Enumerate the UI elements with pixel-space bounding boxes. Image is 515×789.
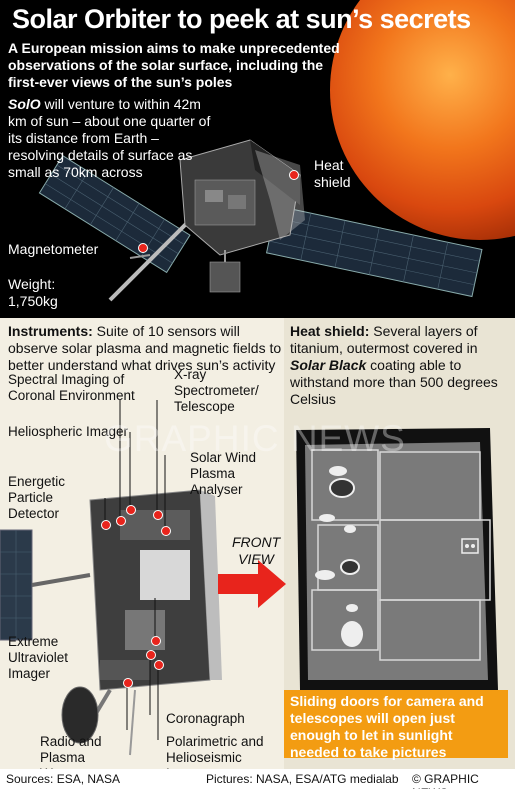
heat-shield-text-2: coating able to withstand more than 500 … [290,357,498,407]
solar-wind-marker [161,526,171,536]
energetic-particle-marker [101,520,111,530]
heat-shield-heading: Heat shield: [290,323,370,339]
heat-shield-text-1: Several layers of titanium, outermost co… [290,323,478,356]
page-title: Solar Orbiter to peek at sun’s secrets [12,4,471,34]
heat-shield-intro: Heat shield: Several layers of titanium,… [290,323,510,408]
spectral-imaging-marker [116,516,126,526]
instrument-label-euv: Extreme Ultraviolet Imager [8,634,69,681]
weight-label: Weight: 1,750kg [8,276,58,309]
sources-credit: Sources: ESA, NASA [6,772,121,786]
instrument-label-spectral: Spectral Imaging of Coronal Environment [8,372,135,403]
instrument-label-coronagraph: Coronagraph [166,711,245,726]
copyright: © GRAPHIC NEWS [412,772,479,789]
heat-shield-marker [289,170,299,180]
instruments-text: Suite of 10 sensors will observe solar p… [8,323,282,373]
xray-marker [153,510,163,520]
euv-marker [151,636,161,646]
watermark: GRAPHIC NEWS [104,418,406,459]
top-panel: Solar Orbiter to peek at sun’s secrets A… [0,0,515,318]
magnetometer-label: Magnetometer [8,241,99,257]
instruments-heading: Instruments: [8,323,93,339]
coronagraph-marker [146,650,156,660]
radio-marker [123,678,133,688]
solar-black-term: Solar Black [290,357,367,373]
sliding-doors-callout: Sliding doors for camera and telescopes … [284,690,508,760]
intro-text: A European mission aims to make unpreced… [8,40,340,90]
heat-shield-label: Heat shield [314,157,351,190]
instrument-label-xray: X-ray Spectrometer/ Telescope [174,367,259,414]
solo-name: SolO [8,96,41,112]
solo-text: will venture to within 42m km of sun – a… [8,96,211,180]
instrument-label-heliospheric: Heliospheric Imager [8,424,129,439]
heliospheric-marker [126,505,136,515]
magnetometer-marker [138,243,148,253]
solo-description: SolO will venture to within 42m km of su… [8,96,218,181]
instrument-label-solar-wind: Solar Wind Plasma Analyser [190,450,257,497]
instrument-label-energetic: Energetic Particle Detector [8,474,66,521]
pictures-credit: Pictures: NASA, ESA/ATG medialab [206,772,399,786]
footer: Sources: ESA, NASA Pictures: NASA, ESA/A… [0,769,515,789]
polarimetric-marker [154,660,164,670]
front-view-label: FRONT VIEW [232,534,281,567]
instruments-intro: Instruments: Suite of 10 sensors will ob… [8,323,288,374]
spacecraft-illustration [38,139,483,302]
